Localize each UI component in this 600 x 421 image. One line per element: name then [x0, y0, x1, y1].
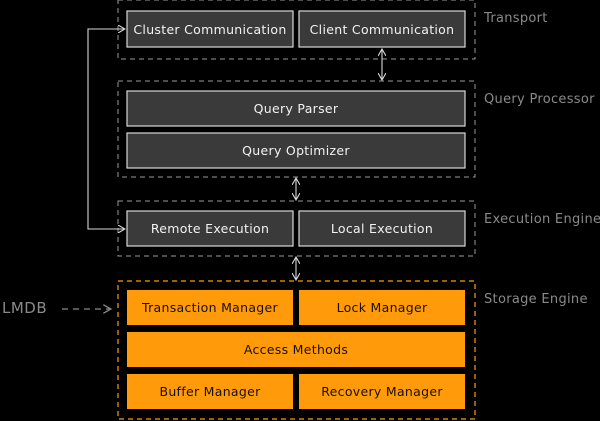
buffer-manager-box: Buffer Manager — [127, 374, 293, 409]
transaction-manager-box: Transaction Manager — [127, 290, 293, 325]
query-parser-box: Query Parser — [126, 90, 466, 127]
local-execution-label: Local Execution — [331, 221, 433, 236]
local-execution-box: Local Execution — [298, 210, 466, 247]
recovery-manager-label: Recovery Manager — [321, 384, 443, 399]
lock-manager-label: Lock Manager — [337, 300, 428, 315]
query-parser-label: Query Parser — [254, 101, 339, 116]
client-communication-box: Client Communication — [298, 10, 466, 48]
remote-execution-label: Remote Execution — [151, 221, 269, 236]
transaction-manager-label: Transaction Manager — [141, 300, 279, 315]
access-methods-label: Access Methods — [244, 342, 348, 357]
buffer-manager-label: Buffer Manager — [159, 384, 261, 399]
recovery-manager-box: Recovery Manager — [299, 374, 465, 409]
access-methods-box: Access Methods — [127, 332, 465, 367]
cluster-communication-label: Cluster Communication — [133, 22, 286, 37]
cluster-communication-box: Cluster Communication — [126, 10, 294, 48]
lmdb-label: LMDB — [2, 299, 47, 317]
query-optimizer-box: Query Optimizer — [126, 132, 466, 169]
lock-manager-box: Lock Manager — [299, 290, 465, 325]
client-communication-label: Client Communication — [310, 22, 455, 37]
storage-engine-layer-label: Storage Engine — [484, 292, 588, 307]
query-optimizer-label: Query Optimizer — [242, 143, 350, 158]
remote-execution-box: Remote Execution — [126, 210, 294, 247]
storage-engine-layer — [117, 280, 476, 420]
transport-layer-label: Transport — [483, 11, 548, 26]
query-processor-layer-label: Query Processor — [484, 92, 595, 107]
cluster-remote-link-arrow — [87, 29, 124, 229]
execution-engine-layer-label: Execution Engine — [484, 212, 600, 227]
